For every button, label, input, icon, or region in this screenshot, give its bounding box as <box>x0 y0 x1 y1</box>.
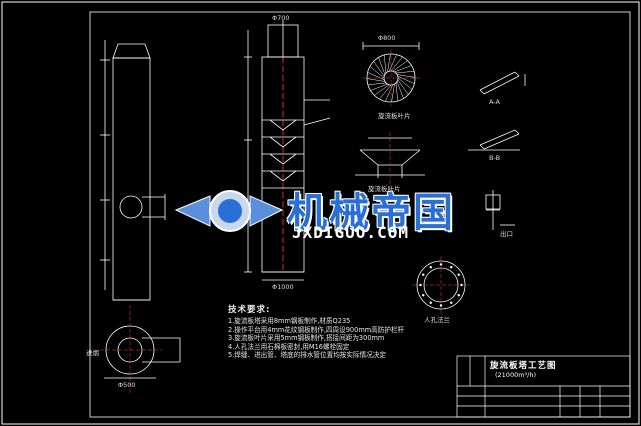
blade-spoke <box>374 84 390 96</box>
bolt-hole <box>439 263 443 266</box>
blade-spoke <box>367 82 387 86</box>
label-inlet: 进烟 <box>86 349 99 357</box>
bolt-hole <box>450 266 453 269</box>
blade-spoke <box>385 84 394 102</box>
blade-spoke <box>397 74 416 78</box>
blade-spoke <box>395 70 415 74</box>
watermark-en: JXDIGUO.COM <box>292 223 409 242</box>
blade-spoke <box>388 54 397 72</box>
blade-spokes <box>366 53 416 103</box>
blade-spoke <box>367 72 385 81</box>
manhole-bolt-holes <box>419 263 463 307</box>
blade-spoke <box>390 56 403 72</box>
blade-spoke <box>369 66 385 79</box>
label-blade-section: 旋流板叶片 <box>368 185 401 193</box>
blade-spoke <box>391 84 395 103</box>
blade-spoke <box>397 75 415 84</box>
blade-spoke <box>392 60 408 72</box>
blade-spoke <box>379 84 392 100</box>
watermark-cn: 机械帝国 <box>287 190 455 236</box>
label-blade-plate: 旋流板叶片 <box>378 112 411 120</box>
tower-elevation-left <box>100 40 166 301</box>
title-block <box>456 355 631 418</box>
dim-top: Φ700 <box>272 14 290 22</box>
tech-requirements-heading: 技术要求: <box>228 305 271 315</box>
bolt-hole <box>419 283 422 287</box>
blade-spoke <box>373 61 385 77</box>
tech-req-item: 4.人孔法兰用石棉板密封,用M16螺栓固定 <box>228 342 350 351</box>
watermark-logo <box>174 190 284 232</box>
tower-elevation-center <box>244 20 331 281</box>
bolt-hole <box>429 301 432 304</box>
tech-req-item: 5.焊缝、进出管、塔底的排水管位置均按实际情况决定 <box>228 351 386 360</box>
blade-plate-section <box>355 132 425 185</box>
dim-base: Φ1000 <box>272 283 294 291</box>
blade-spoke <box>395 82 399 102</box>
tech-req-item: 3.旋流板叶片采用5mm钢板制作,搭接间距为300mm <box>228 334 385 343</box>
label-manhole: 人孔法兰 <box>424 316 450 324</box>
blade-spoke <box>383 54 387 74</box>
title-block-title: 旋流板塔工艺图 <box>490 361 557 371</box>
blade-spoke <box>370 83 388 91</box>
section-aa-drawing <box>479 71 526 95</box>
label-section-bb: B-B <box>489 154 501 162</box>
title-block-subtitle: (21000m³/h) <box>495 371 536 379</box>
tech-req-item: 2.操作平台用4mm花纹钢板制作,四周设900mm高防护栏杆 <box>228 325 405 334</box>
label-section-aa: A-A <box>489 98 500 106</box>
bolt-hole <box>439 304 443 307</box>
blade-spoke <box>366 78 385 82</box>
bolt-hole <box>457 294 460 297</box>
bolt-hole <box>460 283 463 287</box>
blade-spoke <box>394 65 412 73</box>
bolt-hole <box>450 301 453 304</box>
dim-dia: Φ800 <box>378 34 396 42</box>
outlet-flange-detail <box>485 190 515 230</box>
bolt-hole <box>429 266 432 269</box>
label-outlet: 出口 <box>500 230 513 238</box>
blade-spoke <box>396 81 404 99</box>
blade-spoke <box>387 53 391 72</box>
blade-spoke <box>397 77 413 90</box>
section-bb-drawing <box>468 129 520 151</box>
dim-small: Φ500 <box>118 381 136 389</box>
bolt-hole <box>422 294 425 297</box>
tech-requirements: 技术要求: 1.旋流板塔采用8mm钢板制作,材质Q235 2.操作平台用4mm花… <box>228 306 458 359</box>
tower-plan-view <box>100 305 181 395</box>
bolt-hole <box>457 273 460 276</box>
blade-spoke <box>378 57 386 75</box>
blade-spoke <box>397 79 409 95</box>
tech-req-item: 1.旋流板塔采用8mm钢板制作,材质Q235 <box>228 317 351 326</box>
inner-frame <box>89 11 631 418</box>
bolt-hole <box>422 273 425 276</box>
